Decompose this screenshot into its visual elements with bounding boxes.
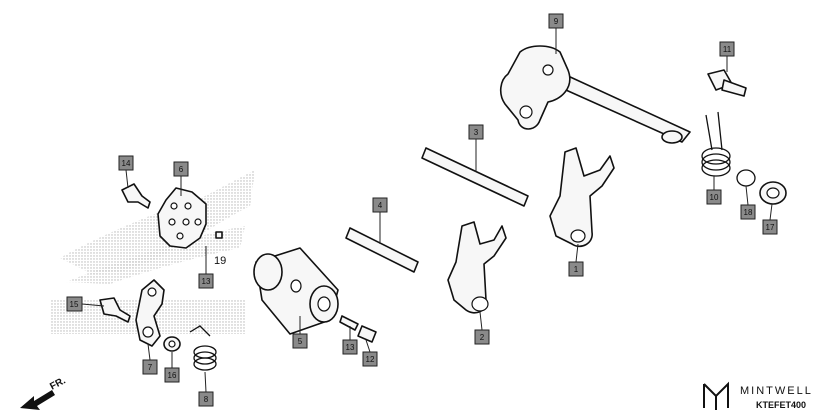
svg-text:3: 3 (474, 128, 479, 137)
stopper-bolt-part (99, 297, 131, 323)
callout-14: 14 (118, 155, 134, 171)
shift-fork-right-part (549, 147, 615, 248)
callout-15: 15 (66, 296, 83, 312)
drum-collar-part (357, 325, 377, 343)
callout-13-stopper: 13 (198, 273, 214, 289)
fork-shaft-short-part (345, 227, 419, 273)
svg-text:16: 16 (168, 371, 177, 380)
pivot-bolt-part (707, 69, 747, 97)
front-direction-label: FR. (48, 375, 68, 392)
callout-11: 11 (719, 41, 735, 57)
callout-12: 12 (362, 351, 378, 367)
stopper-spring-part (189, 325, 217, 371)
fork-shaft-long-part (421, 147, 529, 207)
svg-text:17: 17 (766, 223, 775, 232)
drum-center-bolt-part (121, 183, 151, 209)
washer-part (759, 181, 787, 205)
svg-text:9: 9 (554, 17, 559, 26)
watermark-brand: MINTWELL (740, 385, 813, 397)
svg-text:15: 15 (70, 300, 79, 309)
callout-17: 17 (762, 219, 778, 235)
callout-7: 7 (142, 359, 158, 375)
shift-fork-left-part (447, 221, 507, 314)
return-spring-part (701, 111, 731, 177)
svg-text:7: 7 (148, 363, 153, 372)
shift-spindle-part (499, 45, 691, 144)
label-19: 19 (214, 255, 226, 267)
callout-18: 18 (740, 204, 756, 220)
svg-text:4: 4 (378, 201, 383, 210)
svg-text:10: 10 (710, 193, 719, 202)
svg-text:18: 18 (744, 208, 753, 217)
callout-6: 6 (173, 161, 189, 177)
leader-lines (81, 26, 773, 393)
svg-text:11: 11 (723, 45, 732, 54)
callout-4: 4 (372, 197, 388, 213)
svg-text:13: 13 (346, 343, 355, 352)
callout-1: 1 (568, 261, 584, 277)
callout-16: 16 (164, 367, 180, 383)
drum-pin-part (339, 315, 359, 331)
callout-8: 8 (198, 391, 214, 407)
stopper-washer-part (163, 336, 181, 352)
circlip-part (736, 169, 756, 187)
svg-text:6: 6 (179, 165, 184, 174)
callout-9: 9 (548, 13, 564, 29)
svg-text:8: 8 (204, 395, 209, 404)
callout-2: 2 (474, 329, 490, 345)
diagram-code: KTEFET400 (756, 400, 806, 410)
svg-text:13: 13 (202, 277, 211, 286)
callout-13-drum-pin: 13 (342, 339, 358, 355)
callout-3: 3 (468, 124, 484, 140)
mintwell-logo-icon (703, 381, 729, 410)
svg-text:12: 12 (366, 355, 375, 364)
front-direction-arrow-icon: FR. (20, 375, 68, 410)
drum-center-part (157, 187, 207, 249)
svg-text:2: 2 (480, 333, 485, 342)
shift-drum-part (253, 247, 339, 335)
dowel-pin-part (215, 231, 223, 239)
callout-10: 10 (706, 189, 722, 205)
svg-text:1: 1 (574, 265, 579, 274)
stopper-arm-part (135, 279, 165, 347)
svg-text:14: 14 (122, 159, 131, 168)
svg-text:5: 5 (298, 337, 303, 346)
callout-5: 5 (292, 333, 308, 349)
